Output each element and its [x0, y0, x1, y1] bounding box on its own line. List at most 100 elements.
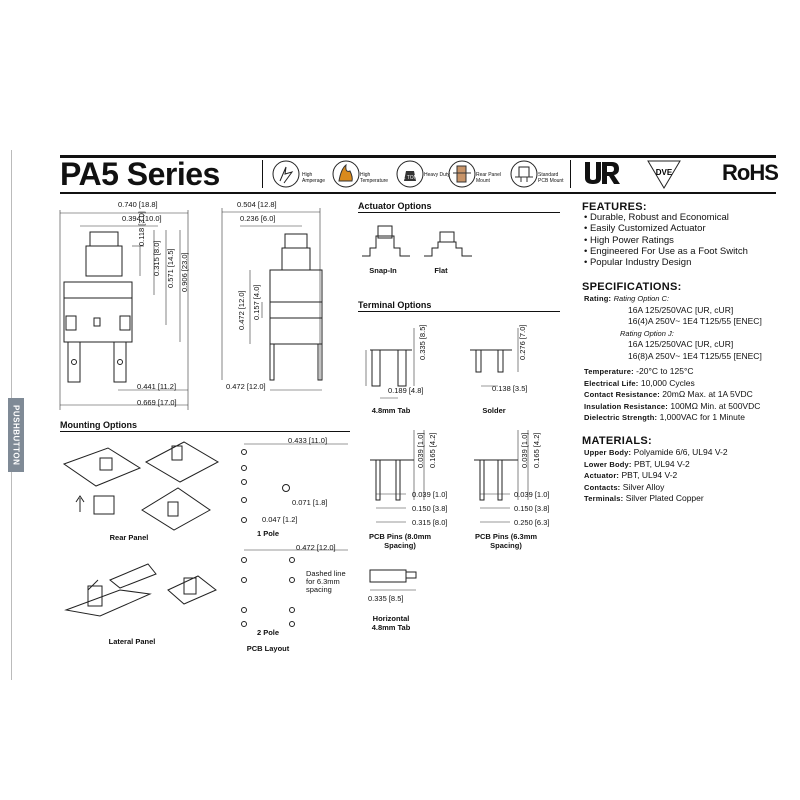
- mounting-options-rule: [60, 431, 350, 432]
- feature-item: • High Power Ratings: [584, 234, 674, 246]
- standard-pcb-mount-label: Standard PCB Mount: [538, 172, 564, 184]
- material-row: Contacts: Silver Alloy: [584, 481, 665, 492]
- terminal-top-drawings: [365, 328, 519, 399]
- dim-pcb63-a: 0.039 [1.0]: [514, 490, 550, 499]
- dim-front-h2: 0.315 [8.0]: [152, 240, 161, 276]
- page-title: PA5 Series: [60, 156, 220, 192]
- terminal-horizontal-label: Horizontal 4.8mm Tab: [371, 614, 411, 632]
- spec-row: Dielectric Strength: 1,000VAC for 1 Minu…: [584, 412, 745, 422]
- spec-row: Contact Resistance: 20mΩ Max. at 1A 5VDC: [584, 389, 753, 399]
- pcb-layout-note: Dashed line for 6.3mm spacing: [306, 569, 346, 594]
- dim-pcb63-b: 0.150 [3.8]: [514, 504, 550, 513]
- high-temperature-label: High Temperature: [360, 172, 389, 184]
- vde-cert-logo: DVE: [646, 158, 682, 195]
- spec-option-c-2: 16(4)A 250V~ 1E4 T125/55 [ENEC]: [628, 316, 762, 326]
- materials-title: MATERIALS:: [582, 435, 653, 447]
- spec-rating-label: Rating:: [584, 294, 612, 303]
- high-temperature-icon: [328, 158, 364, 190]
- spec-row: Temperature: -20°C to 125°C: [584, 366, 694, 376]
- dim-pcb-layout-width: 0.433 [11.0]: [288, 436, 328, 445]
- specifications-title: SPECIFICATIONS:: [582, 281, 682, 293]
- header-divider-2: [570, 160, 571, 188]
- material-row: Lower Body: PBT, UL94 V-2: [584, 458, 690, 469]
- svg-text:1 TON: 1 TON: [403, 175, 418, 181]
- dim-pcb-layout-2pole: 0.472 [12.0]: [296, 543, 336, 552]
- pcb-layout-drawing: [241, 443, 348, 627]
- material-row: Actuator: PBT, UL94 V-2: [584, 470, 678, 480]
- feature-item: • Popular Industry Design: [584, 257, 692, 269]
- dim-tab48-width: 0.189 [4.8]: [388, 386, 424, 395]
- features-title: FEATURES:: [582, 201, 647, 213]
- spec-option-c-1: 16A 125/250VAC [UR, cUR]: [628, 304, 734, 315]
- pcb-layout-title: PCB Layout: [246, 644, 290, 653]
- rohs-logo: RoHS: [722, 160, 779, 185]
- dim-solder-height: 0.276 [7.0]: [518, 324, 527, 360]
- actuator-options-rule: [358, 212, 560, 213]
- rear-panel-label: Rear Panel: [109, 533, 149, 542]
- side-view-drawing: [221, 208, 323, 391]
- actuator-drawings: [362, 225, 472, 257]
- dim-pcb63-pin-h: 0.165 [4.2]: [532, 432, 541, 468]
- dim-side-mid: 0.157 [4.0]: [252, 284, 261, 320]
- actuator-snap-in-label: Snap-In: [369, 266, 397, 275]
- feature-item: • Easily Customized Actuator: [584, 223, 706, 235]
- terminal-pcb63-label: PCB Pins (6.3mm Spacing): [474, 532, 538, 550]
- dim-front-width-body: 0.394 [10.0]: [122, 214, 162, 223]
- front-view-drawing: [59, 210, 189, 410]
- material-row: Upper Body: Polyamide 6/6, UL94 V-2: [584, 447, 728, 457]
- spec-option-c-label: Rating Option C:: [613, 294, 670, 303]
- spec-row: Electrical Life: 10,000 Cycles: [584, 377, 695, 388]
- rear-panel-mount-label: Rear Panel Mount: [476, 172, 502, 184]
- svg-text:DVE: DVE: [656, 168, 673, 177]
- terminal-solder-label: Solder: [482, 406, 506, 415]
- terminal-pcb8-label: PCB Pins (8.0mm Spacing): [368, 532, 432, 550]
- header-rule-top: [60, 155, 776, 158]
- mounting-drawings: [62, 441, 220, 617]
- terminal-pcb-drawings: [370, 430, 529, 523]
- lateral-panel-label: Lateral Panel: [108, 637, 156, 646]
- specifications-block: Rating: Rating Option C: 16A 125/250VAC …: [584, 293, 794, 424]
- ur-cert-logo: [582, 158, 622, 193]
- actuator-options-title: Actuator Options: [358, 201, 432, 211]
- dim-horizontal: 0.335 [8.5]: [368, 594, 404, 603]
- dim-pcb8-a: 0.039 [1.0]: [412, 490, 448, 499]
- dim-side-width: 0.504 [12.8]: [237, 200, 277, 209]
- section-tab: PUSHBUTTON: [8, 398, 24, 472]
- spec-row: Insulation Resistance: 100MΩ Min. at 500…: [584, 400, 761, 411]
- pcb-layout-one-pole: 1 Pole: [256, 529, 280, 538]
- dim-pcb8-b: 0.150 [3.8]: [412, 504, 448, 513]
- dim-pcb8-pin-h: 0.165 [4.2]: [428, 432, 437, 468]
- pcb-layout-two-pole: 2 Pole: [256, 628, 280, 637]
- header-rule-bottom: [60, 192, 776, 194]
- dim-pcb8-c: 0.315 [8.0]: [412, 518, 448, 527]
- high-amperage-icon: [268, 158, 304, 190]
- terminal-tab48-label: 4.8mm Tab: [371, 406, 411, 415]
- dim-pcb8-pin-w: 0.039 [1.0]: [416, 432, 425, 468]
- actuator-flat-label: Flat: [434, 266, 448, 275]
- feature-item: • Durable, Robust and Economical: [584, 212, 729, 223]
- feature-item: • Engineered For Use as a Foot Switch: [584, 245, 748, 257]
- dim-side-body-h: 0.472 [12.0]: [237, 290, 246, 330]
- features-list: • Durable, Robust and Economical • Easil…: [584, 212, 784, 268]
- heavy-duty-label: Heavy Duty: [424, 172, 450, 178]
- dim-pcb63-pin-w: 0.039 [1.0]: [520, 432, 529, 468]
- high-amperage-label: High Amperage: [302, 172, 326, 184]
- dim-side-actuator: 0.236 [6.0]: [240, 214, 276, 223]
- dim-pcb-layout-small-hole: 0.047 [1.2]: [262, 515, 298, 524]
- heavy-duty-icon: 1 TON: [392, 158, 428, 190]
- dim-side-pin: 0.472 [12.0]: [226, 382, 266, 391]
- spec-option-j-1: 16A 125/250VAC [UR, cUR]: [628, 339, 734, 349]
- terminal-options-title: Terminal Options: [358, 300, 432, 310]
- dim-front-width-overall: 0.740 [18.8]: [118, 200, 158, 209]
- dim-front-base: 0.669 [17.0]: [137, 398, 177, 407]
- standard-pcb-mount-icon: [506, 158, 542, 190]
- terminal-options-rule: [358, 311, 560, 312]
- materials-block: Upper Body: Polyamide 6/6, UL94 V-2 Lowe…: [584, 447, 794, 505]
- mounting-options-title: Mounting Options: [60, 420, 137, 430]
- dim-solder-width: 0.138 [3.5]: [492, 384, 528, 393]
- spec-option-j-2: 16(8)A 250V~ 1E4 T125/55 [ENEC]: [628, 350, 762, 361]
- dim-tab48-height: 0.335 [8.5]: [418, 324, 427, 360]
- dim-front-h4: 0.906 [23.0]: [180, 252, 189, 292]
- spec-option-j-label: Rating Option J:: [620, 328, 674, 338]
- terminal-horizontal-drawing: [369, 569, 417, 591]
